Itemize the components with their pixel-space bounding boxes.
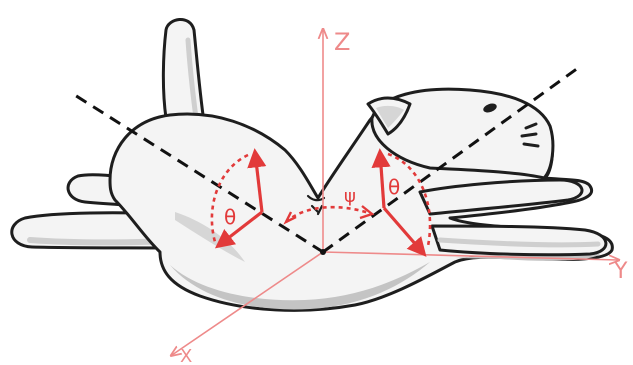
- psi-label: ψ: [344, 186, 356, 207]
- x-axis-label: X: [180, 346, 192, 365]
- z-axis-label: Z: [334, 28, 350, 56]
- right-theta-label: θ: [388, 175, 400, 199]
- left-theta-label: θ: [224, 205, 236, 229]
- cat-figure: [12, 19, 613, 310]
- y-axis-label: Y: [613, 259, 628, 284]
